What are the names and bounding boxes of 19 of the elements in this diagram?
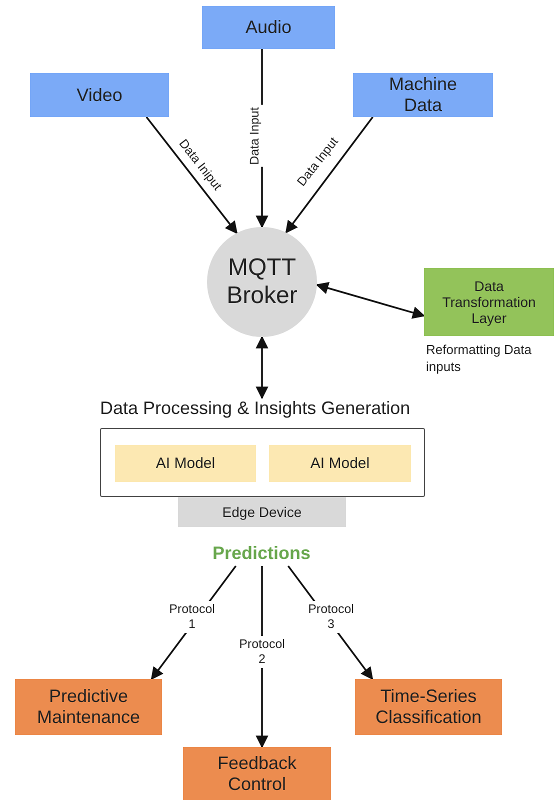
predictions-text: Predictions xyxy=(205,540,318,566)
node-caption: Reformatting Data inputs xyxy=(426,342,532,376)
process-box: Predictive Maintenance xyxy=(15,679,162,735)
process-box: Video xyxy=(30,73,169,117)
edge-label: Data Input xyxy=(246,105,264,167)
process-box: AI Model xyxy=(269,445,411,482)
process-box: AI Model xyxy=(115,445,256,482)
process-box: Time-Series Classification xyxy=(355,679,502,735)
process-box: Audio xyxy=(202,6,335,49)
arrow xyxy=(316,282,426,319)
process-box: Feedback Control xyxy=(183,747,331,800)
process-box: Data Transformation Layer xyxy=(424,268,554,336)
arrow xyxy=(146,116,238,234)
group-heading: Data Processing & Insights Generation xyxy=(100,398,410,419)
arrow xyxy=(285,116,374,234)
broker-circle: MQTT Broker xyxy=(207,227,317,337)
process-box: Machine Data xyxy=(353,73,493,117)
process-box: Edge Device xyxy=(178,497,346,527)
arrow xyxy=(256,336,268,400)
